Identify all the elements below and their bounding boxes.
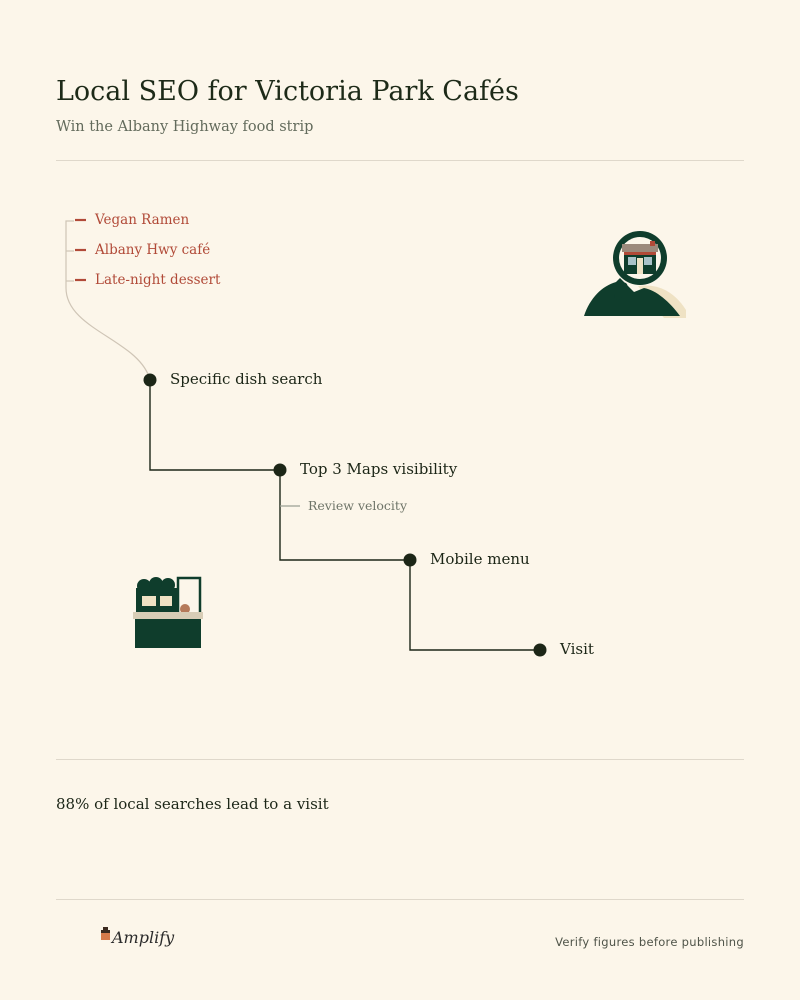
step-dot bbox=[143, 373, 157, 387]
keyword-bracket-line bbox=[65, 220, 151, 381]
magnifier-storefront-icon bbox=[584, 231, 686, 318]
step-dot bbox=[533, 643, 547, 657]
brand-logo-text: Amplify bbox=[112, 928, 175, 947]
step-label-dish-search: Specific dish search bbox=[170, 370, 323, 388]
keyword-item: Albany Hwy café bbox=[95, 242, 211, 258]
coffee-machine-counter-icon bbox=[133, 576, 203, 648]
keyword-item: Vegan Ramen bbox=[95, 212, 190, 228]
key-stat: 88% of local searches lead to a visit bbox=[56, 795, 329, 813]
step-label-mobile-menu: Mobile menu bbox=[430, 550, 530, 568]
footer-disclaimer: Verify figures before publishing bbox=[555, 935, 744, 949]
header-divider bbox=[56, 160, 744, 161]
step-label-maps-visibility: Top 3 Maps visibility bbox=[300, 460, 458, 478]
amplify-logo-icon bbox=[101, 927, 110, 940]
step-path-line bbox=[149, 380, 540, 651]
footer-divider bbox=[56, 899, 744, 900]
page-title: Local SEO for Victoria Park Cafés bbox=[56, 76, 519, 107]
stat-divider-top bbox=[56, 759, 744, 760]
step-sublabel-review-velocity: Review velocity bbox=[308, 498, 408, 513]
step-dot bbox=[403, 553, 417, 567]
step-dot bbox=[273, 463, 287, 477]
keyword-item: Late-night dessert bbox=[95, 272, 221, 288]
page-subtitle: Win the Albany Highway food strip bbox=[56, 119, 314, 135]
step-label-visit: Visit bbox=[560, 640, 594, 658]
